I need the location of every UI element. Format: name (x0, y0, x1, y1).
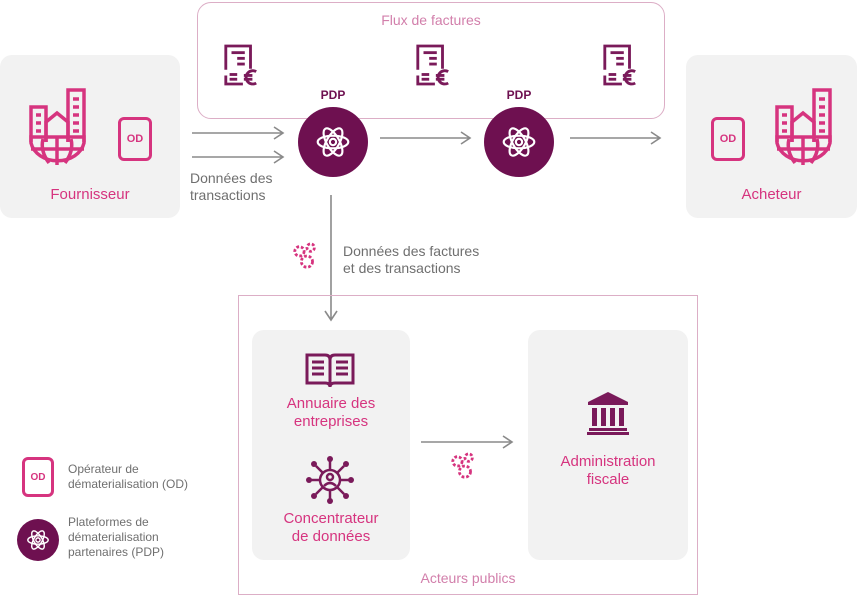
text-line: Données des (190, 170, 273, 186)
pdp-label: PDP (320, 88, 346, 102)
text-line: Opérateur de (68, 462, 139, 476)
text-line: dématerialisation (OD) (68, 477, 189, 491)
text-line: transactions (190, 187, 266, 203)
invoice-flow-frame (197, 2, 665, 119)
text-line: Administration (560, 453, 656, 470)
invoice-flow-title: Flux de factures (381, 12, 481, 28)
od-badge-text: OD (719, 133, 737, 145)
supplier-label: Fournisseur (50, 186, 130, 203)
legend-od-icon: OD (22, 457, 54, 497)
pdp-platform-1 (298, 107, 368, 177)
text-line: fiscale (586, 471, 630, 488)
book-icon (305, 353, 355, 388)
atom-icon (26, 528, 50, 552)
network-hub-icon (306, 456, 354, 504)
text-line: Plateformes de (68, 515, 149, 529)
administration-box (528, 330, 688, 560)
public-actors-frame (238, 295, 698, 595)
pdp-label: PDP (506, 88, 532, 102)
text-line: de données (291, 528, 371, 545)
legend-pdp-icon (17, 519, 59, 561)
gears-icon (450, 452, 478, 480)
text-line: Données des factures (343, 243, 480, 259)
text-line: dématerialisation (68, 530, 159, 544)
public-actors-title: Acteurs publics (420, 570, 516, 586)
text-line: Annuaire des (286, 395, 376, 412)
pdp-platform-2 (484, 107, 554, 177)
od-badge-icon: OD (118, 117, 152, 161)
text-line: entreprises (293, 413, 369, 430)
text-line: et des transactions (343, 260, 461, 276)
text-line: partenaires (PDP) (68, 545, 165, 559)
od-badge-text: OD (126, 133, 144, 145)
text-line: Concentrateur (283, 510, 379, 527)
bank-building-icon (587, 392, 629, 435)
gears-icon (292, 242, 320, 270)
od-badge-icon: OD (711, 117, 745, 161)
buyer-label: Acheteur (741, 186, 802, 203)
od-badge-text: OD (30, 471, 46, 483)
